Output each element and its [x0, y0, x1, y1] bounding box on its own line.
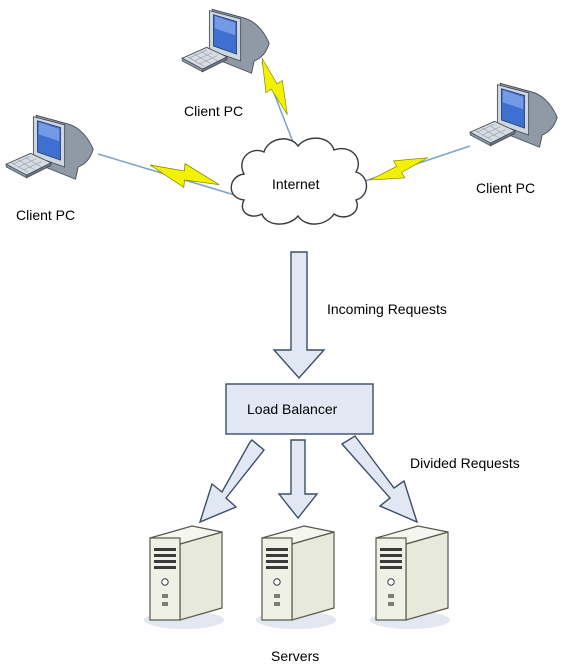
- client-pc-label-top: Client PC: [184, 103, 244, 119]
- divided-requests-arrow-right: [340, 435, 419, 524]
- client-pc-label-right: Client PC: [476, 180, 536, 196]
- incoming-requests-arrow: [272, 251, 326, 380]
- server-tower-icon: [369, 525, 451, 630]
- load-balancer-label: Load Balancer: [247, 401, 338, 417]
- lightning-bolt-icon: [366, 149, 432, 190]
- desktop-pc-icon: [469, 82, 558, 148]
- desktop-pc-icon: [181, 8, 270, 74]
- divided-requests-arrow-left: [198, 439, 265, 524]
- load-balancer-box: [225, 383, 374, 435]
- server-tower-icon: [143, 525, 225, 630]
- lightning-bolt-icon: [252, 53, 296, 120]
- incoming-requests-label: Incoming Requests: [327, 301, 447, 317]
- server-tower-icon: [255, 525, 337, 630]
- servers-label: Servers: [271, 648, 320, 664]
- desktop-pc-icon: [5, 114, 94, 180]
- divided-requests-arrow-center: [277, 439, 319, 520]
- internet-label: Internet: [272, 176, 320, 192]
- client-pc-label-left: Client PC: [16, 207, 76, 223]
- divided-requests-label: Divided Requests: [410, 455, 520, 471]
- cloud-icon: [230, 137, 368, 225]
- lightning-bolt-icon: [146, 153, 223, 198]
